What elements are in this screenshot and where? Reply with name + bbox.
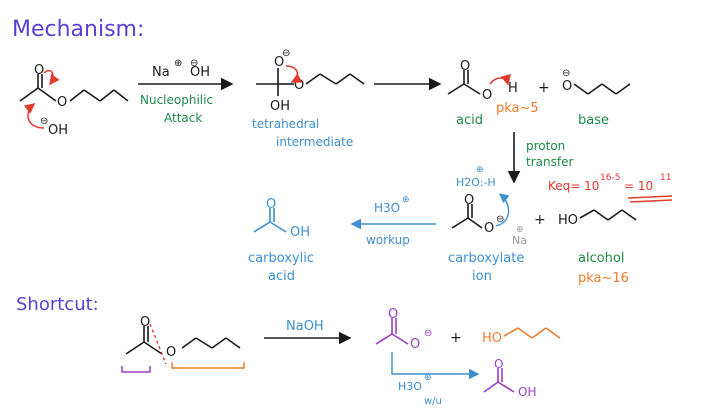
water-charge: ⊕ xyxy=(476,165,484,175)
carboxylic-acid-structure xyxy=(253,208,287,233)
step1-label-2: Attack xyxy=(164,111,202,125)
tetrahedral-structure xyxy=(256,68,365,96)
tetrahedral-label-1: tetrahedral xyxy=(252,117,319,131)
acid-label: acid xyxy=(456,113,483,128)
shortcut-carboxylate-o2: O xyxy=(410,337,420,352)
base-charge: ⊖ xyxy=(562,68,570,79)
base-label: base xyxy=(578,113,609,128)
workup-reagent: H3O xyxy=(374,201,400,215)
base-o: O xyxy=(562,79,572,94)
tetra-o-charge: ⊖ xyxy=(282,48,290,59)
acid-structure xyxy=(447,70,481,95)
carboxylic-acid-oh: OH xyxy=(290,225,310,240)
shortcut-acid xyxy=(483,368,515,393)
acid-h: H xyxy=(508,81,518,96)
keq-prefix: Keq= 10 xyxy=(548,179,599,193)
shortcut-workup-arrow xyxy=(391,352,480,380)
ester-ether-o: O xyxy=(57,95,67,110)
keq-underline xyxy=(627,195,673,203)
carboxylic-label-2: acid xyxy=(268,269,295,284)
step1-oh-charge: ⊖ xyxy=(190,58,198,69)
alcohol-pka: pka~16 xyxy=(578,271,629,286)
shortcut-cut-line xyxy=(149,323,167,365)
tetra-o-minus: O xyxy=(274,55,284,70)
workup-label: workup xyxy=(366,233,410,247)
carboxylate-label-2: ion xyxy=(472,269,492,284)
carboxylate-plus: + xyxy=(534,212,546,228)
tetra-oh: OH xyxy=(270,99,290,114)
workup-charge: ⊕ xyxy=(402,195,410,205)
mechanism-heading: Mechanism: xyxy=(12,17,144,42)
shortcut-bracket-orange xyxy=(171,362,245,369)
carboxylic-acid-o: O xyxy=(266,197,276,212)
water-label: H2O:-H xyxy=(456,176,496,189)
shortcut-bracket-purple xyxy=(121,366,151,373)
acid-o: O xyxy=(482,88,492,103)
curved-arrow-red-1 xyxy=(43,69,60,86)
shortcut-ester-carbonyl-o: O xyxy=(140,315,150,330)
ester-structure xyxy=(19,74,129,102)
shortcut-ester-o: O xyxy=(166,345,176,360)
curved-arrow-blue xyxy=(495,193,510,227)
shortcut-h3o: H3O xyxy=(398,380,422,393)
base-chain xyxy=(573,83,631,95)
keq-result-exponent: 11 xyxy=(660,173,671,183)
sodium-label: Na xyxy=(512,234,527,247)
acid-plus: + xyxy=(538,80,550,96)
sodium-charge: ⊕ xyxy=(516,225,524,235)
curved-arrow-red-3 xyxy=(285,65,303,83)
tetrahedral-label-2: intermediate xyxy=(276,135,353,149)
tetra-ether-o: O xyxy=(294,78,304,93)
acid-pka: pka~5 xyxy=(496,101,539,116)
shortcut-h3o-charge: ⊕ xyxy=(424,373,432,383)
keq-exponent: 16-5 xyxy=(600,173,620,183)
alcohol-label: alcohol xyxy=(578,251,624,266)
curved-arrow-red-4 xyxy=(489,73,511,86)
proton-label-1: proton xyxy=(526,139,565,153)
shortcut-carboxylate-o1: O xyxy=(388,307,398,322)
carboxylic-label-1: carboxylic xyxy=(248,251,314,266)
shortcut-acid-oh: OH xyxy=(518,385,536,399)
step1-na: Na xyxy=(152,65,170,80)
step1-oh: OH xyxy=(190,65,210,80)
step1-na-charge: ⊕ xyxy=(174,58,182,69)
shortcut-alcohol-chain xyxy=(503,327,561,339)
shortcut-wu: w/u xyxy=(424,396,442,407)
curved-arrow-red-2 xyxy=(23,103,45,129)
hydroxide-label: OH xyxy=(48,123,68,138)
carboxylate-label-1: carboxylate xyxy=(448,251,524,266)
ester-carbonyl-o: O xyxy=(34,63,44,78)
carboxylate-structure xyxy=(451,204,483,229)
keq-equals: = 10 xyxy=(624,179,653,193)
proton-label-2: transfer xyxy=(526,155,573,169)
carboxylate-o: O xyxy=(484,221,494,236)
alcohol-ho: HO xyxy=(558,213,578,228)
hydroxide-charge: ⊖ xyxy=(40,116,48,127)
shortcut-ester xyxy=(125,326,241,355)
shortcut-heading: Shortcut: xyxy=(16,294,99,315)
step1-label-1: Nucleophilic xyxy=(140,93,213,107)
carboxylate-carbonyl-o: O xyxy=(464,193,474,208)
acid-carbonyl-o: O xyxy=(460,59,470,74)
shortcut-plus: + xyxy=(450,330,462,346)
shortcut-carboxylate-charge: ⊖ xyxy=(424,328,432,339)
shortcut-carboxylate xyxy=(375,318,409,345)
shortcut-alcohol-ho: HO xyxy=(482,331,502,346)
alcohol-chain xyxy=(579,209,637,221)
carboxylate-charge: ⊖ xyxy=(496,214,504,225)
shortcut-acid-o: O xyxy=(494,357,503,371)
shortcut-naoh: NaOH xyxy=(286,319,324,334)
